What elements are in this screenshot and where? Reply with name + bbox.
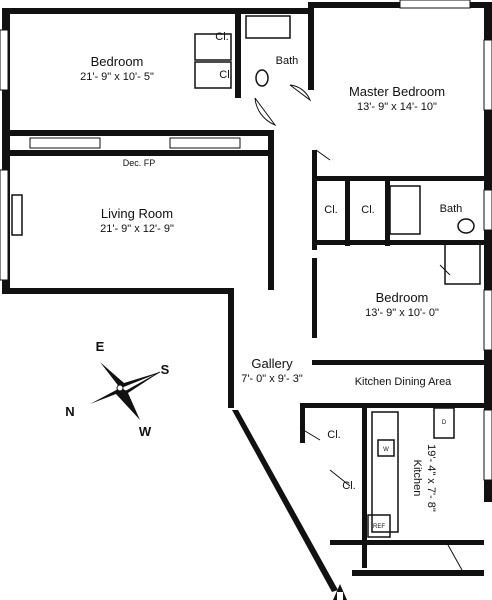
closet-label-6: Cl. xyxy=(342,480,355,492)
compass: E S N W xyxy=(65,339,169,439)
fireplace-hearth xyxy=(11,194,23,236)
desk xyxy=(444,243,481,285)
washer-box xyxy=(377,439,395,457)
bath-label-top: Bath xyxy=(276,55,299,67)
fixture-labels: Cl. Cl. Bath Cl. Cl. Bath Dec. FP Cl. Cl… xyxy=(123,31,463,530)
dishwasher-box xyxy=(433,407,455,439)
washer-label: W xyxy=(383,447,389,453)
ref-box xyxy=(367,514,391,538)
compass-south: S xyxy=(161,362,170,377)
closet-label-5: Cl. xyxy=(327,429,340,441)
bathtub-top xyxy=(245,15,291,39)
gallery-dims: 7'- 0" x 9'- 3" xyxy=(241,373,303,385)
room-labels: Bedroom 21'- 9" x 10'- 5" Master Bedroom… xyxy=(80,54,452,512)
toilet-top xyxy=(255,69,269,87)
bedroom-top-dims: 21'- 9" x 10'- 5" xyxy=(80,71,154,83)
compass-east: E xyxy=(96,339,105,354)
entry-arrow xyxy=(333,584,347,600)
bedroom-right-name: Bedroom xyxy=(376,290,429,305)
fixtures xyxy=(11,15,481,538)
living-room-name: Living Room xyxy=(101,206,173,221)
kitchen-dining-name: Kitchen Dining Area xyxy=(355,376,452,388)
compass-west: W xyxy=(139,424,152,439)
bath-label-master: Bath xyxy=(440,203,463,215)
bedroom-right-dims: 13'- 9" x 10'- 0" xyxy=(365,307,439,319)
closet-top-1 xyxy=(194,33,232,61)
closet-top-2 xyxy=(194,61,232,89)
master-bedroom-name: Master Bedroom xyxy=(349,84,445,99)
gallery-name: Gallery xyxy=(251,356,293,371)
living-room-dims: 21'- 9" x 12'- 9" xyxy=(100,223,174,235)
refrigerator-label: REF xyxy=(373,524,385,530)
kitchen-counter xyxy=(371,411,399,533)
closet-label-4: Cl. xyxy=(361,204,374,216)
kitchen-name: Kitchen xyxy=(411,460,423,497)
door-swings xyxy=(254,84,463,571)
kitchen-dims: 19'- 4" x 7'- 8" xyxy=(425,444,437,512)
closet-label-3: Cl. xyxy=(324,204,337,216)
master-bedroom-dims: 13'- 9" x 14'- 10" xyxy=(357,101,437,113)
toilet-master xyxy=(457,218,475,234)
closet-label-1: Cl. xyxy=(215,31,228,43)
dishwasher-label: D xyxy=(442,420,447,426)
compass-north: N xyxy=(65,404,74,419)
bedroom-top-name: Bedroom xyxy=(91,54,144,69)
windows xyxy=(0,0,492,481)
fireplace-label: Dec. FP xyxy=(123,158,156,168)
closet-label-2: Cl. xyxy=(219,69,232,81)
shower xyxy=(389,185,421,235)
